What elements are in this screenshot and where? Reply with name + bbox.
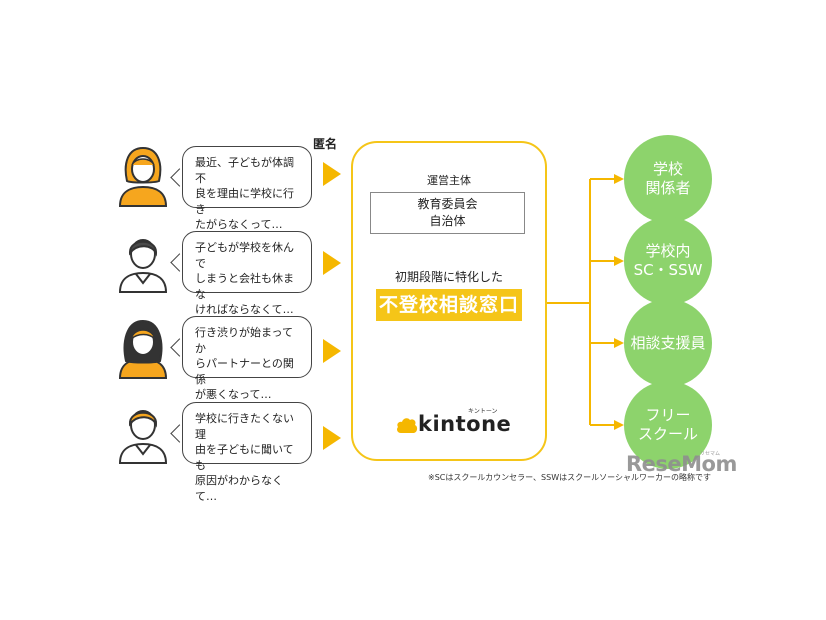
- kintone-cloud-icon: [397, 418, 418, 433]
- service-title: 不登校相談窓口: [376, 289, 522, 321]
- arrow-triangle-1: [323, 162, 341, 186]
- destination-school-staff: 学校 関係者: [624, 135, 712, 223]
- resemom-watermark: ReseMom: [626, 452, 737, 476]
- kintone-kana: キントーン: [468, 408, 498, 415]
- operator-line-1: 教育委員会: [417, 197, 478, 211]
- kintone-logo: kintone キントーン: [396, 408, 511, 439]
- operator-line-2: 自治体: [429, 214, 466, 228]
- man-avatar-icon: [118, 410, 168, 464]
- kintone-wordmark: kintone: [418, 412, 512, 436]
- operator-box: 教育委員会 自治体: [370, 192, 525, 234]
- resemom-watermark-kana: リセマム: [700, 451, 721, 457]
- speech-bubble-2: 子どもが学校を休んで しまうと会社も休まな ければならなくて…: [182, 231, 312, 316]
- operator-label: 運営主体: [427, 174, 471, 187]
- speech-bubble-3: 行き渋りが始まってか らパートナーとの関係 が悪くなって…: [182, 316, 312, 401]
- specialized-label: 初期段階に特化した: [394, 270, 503, 284]
- destination-school-sc-ssw: 学校内 SC・SSW: [624, 217, 712, 305]
- arrow-triangle-3: [323, 339, 341, 363]
- arrow-triangle-4: [323, 426, 341, 450]
- arrow-triangle-2: [323, 251, 341, 275]
- speech-bubble-4: 学校に行きたくない理 由を子どもに聞いても 原因がわからなくて…: [182, 402, 312, 503]
- woman-long-hair-avatar-icon: [118, 319, 168, 379]
- woman-avatar-icon: [118, 146, 168, 207]
- anonymous-label: 匿名: [313, 137, 338, 151]
- destination-support-staff: 相談支援員: [624, 299, 712, 387]
- destination-free-school: フリー スクール: [624, 381, 712, 469]
- speech-bubble-1: 最近、子どもが体調不 良を理由に学校に行き たがらなくって…: [182, 146, 312, 231]
- footnote: ※SCはスクールカウンセラー、SSWはスクールソーシャルワーカーの略称です: [428, 473, 711, 482]
- man-avatar-icon: [118, 239, 168, 293]
